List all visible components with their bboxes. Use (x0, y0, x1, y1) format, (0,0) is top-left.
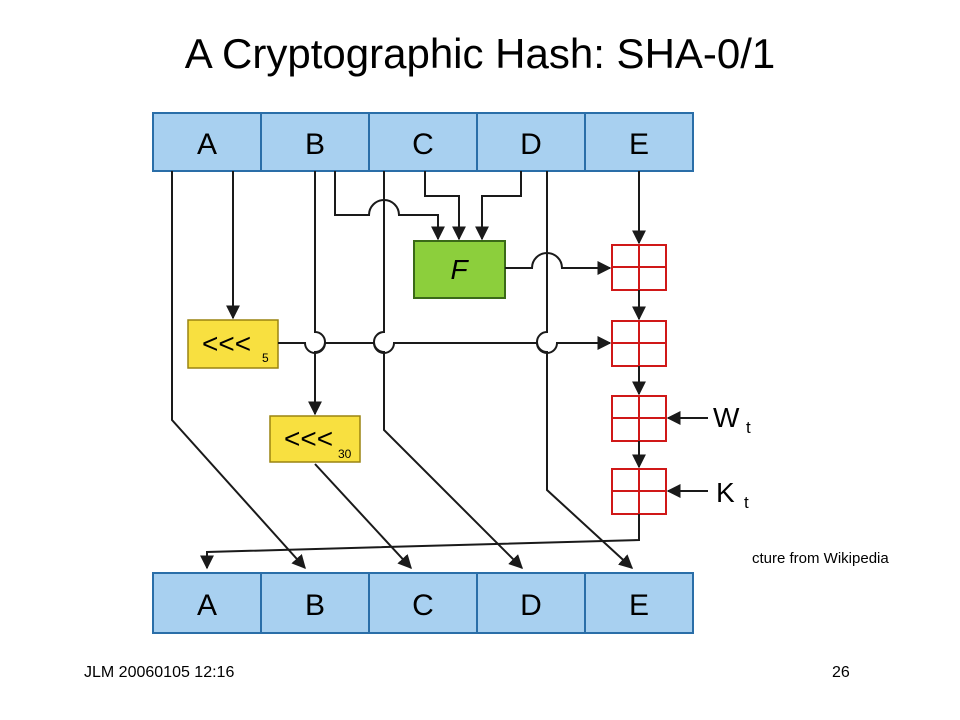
register-bottom-d (476, 572, 586, 634)
register-top-a (152, 112, 262, 172)
rotate-left-5-amount: 5 (262, 351, 269, 365)
wire-rot30-to-bottom-c (314, 463, 412, 570)
input-w-label: W (713, 402, 740, 433)
adder-3 (611, 395, 667, 442)
register-bottom-a (152, 572, 262, 634)
rotate-left-5-box (187, 319, 279, 369)
rotate-left-30-op: <<< (284, 423, 333, 454)
wire-adder4-to-bottom-a (200, 514, 640, 570)
register-top-e-label: E (629, 128, 649, 161)
rotate-left-30-box (269, 415, 361, 463)
register-bottom-a-label: A (197, 589, 217, 622)
adder-1 (611, 244, 667, 291)
wires (171, 171, 708, 570)
wire-c-to-bottom-d (373, 171, 523, 569)
top-register-row: A B C D E (152, 112, 694, 172)
input-k-subscript: t (744, 493, 749, 512)
adder-4 (611, 468, 667, 515)
wire-rot5-to-adder2 (278, 336, 612, 354)
input-k-label: K (716, 477, 735, 508)
wire-c-to-f (424, 171, 466, 241)
wire-b-to-f (334, 171, 445, 241)
register-top-a-label: A (197, 128, 217, 161)
register-top-b-label: B (305, 128, 325, 161)
register-top-d (476, 112, 586, 172)
image-credit: cture from Wikipedia (752, 550, 889, 567)
register-top-c (368, 112, 478, 172)
wire-a-to-bottom-b (171, 171, 306, 570)
wire-b-to-rot30 (308, 171, 326, 416)
wire-f-to-adder1 (505, 252, 612, 275)
register-bottom-b-label: B (305, 589, 325, 622)
register-bottom-e (584, 572, 694, 634)
bottom-register-row: A B C D E (152, 572, 694, 634)
slide-title: A Cryptographic Hash: SHA-0/1 (184, 30, 776, 77)
function-f-box (413, 240, 506, 299)
rotate-left-5-op: <<< (202, 328, 251, 359)
input-w-subscript: t (746, 418, 751, 437)
function-f-label: F (450, 254, 469, 285)
register-top-d-label: D (520, 128, 542, 161)
wire-d-to-f (475, 171, 522, 241)
footer-timestamp: JLM 20060105 12:16 (84, 664, 235, 681)
register-top-b (260, 112, 370, 172)
rotate-left-30-amount: 30 (338, 447, 352, 461)
register-bottom-c-label: C (412, 589, 434, 622)
adder-2 (611, 320, 667, 367)
register-bottom-d-label: D (520, 589, 542, 622)
register-top-c-label: C (412, 128, 434, 161)
register-bottom-c (368, 572, 478, 634)
page-number: 26 (832, 664, 850, 681)
register-bottom-e-label: E (629, 589, 649, 622)
